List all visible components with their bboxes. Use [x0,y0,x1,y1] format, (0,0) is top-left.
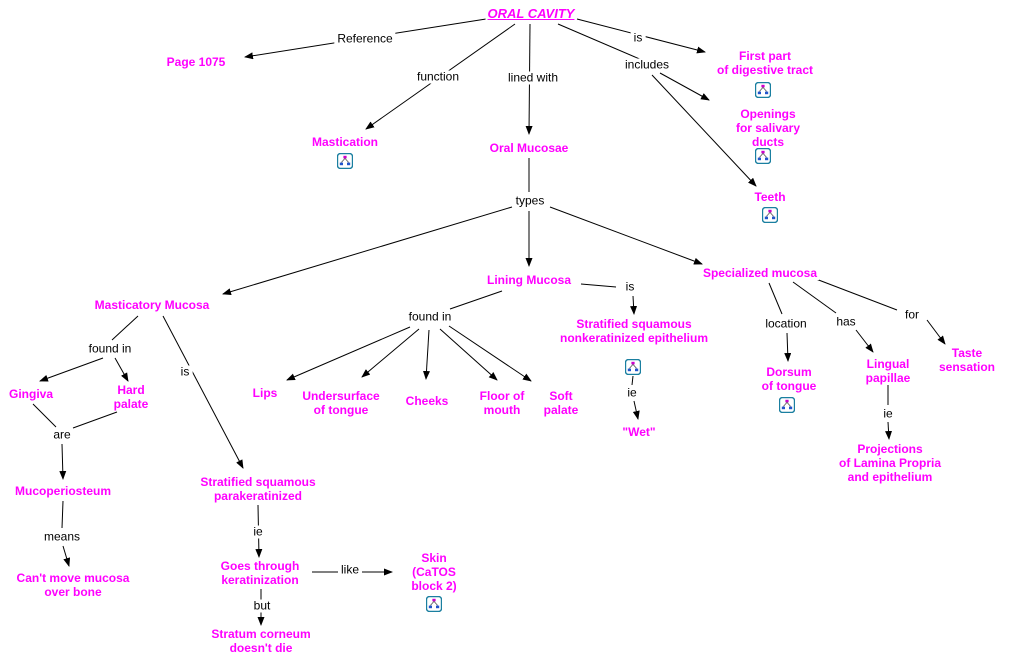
link-label-lined-with[interactable]: lined with [504,71,562,85]
concept-teeth[interactable]: Teeth [752,190,788,204]
concept-cant-move-mucosa[interactable]: Can't move mucosa over bone [14,571,132,599]
link-label-for[interactable]: for [901,308,923,322]
connector-line [72,411,118,429]
cmap-resource-icon[interactable] [779,397,795,413]
connector-line [659,72,710,101]
connector-line [784,332,792,362]
link-label-ie-lingual[interactable]: ie [880,407,896,421]
connector-line [792,281,837,314]
concept-specialized-mucosa[interactable]: Specialized mucosa [700,266,820,280]
connector-line [926,319,946,345]
concept-goes-through-keratinization[interactable]: Goes through keratinization [218,559,302,587]
cmap-resource-icon[interactable] [426,596,442,612]
concept-page-1075[interactable]: Page 1075 [164,55,228,69]
concept-mastication[interactable]: Mastication [309,135,381,149]
connector-line [422,329,430,380]
concept-hard-palate[interactable]: Hard palate [111,383,151,411]
concept-projections[interactable]: Projections of Lamina Propria and epithe… [836,442,944,484]
connector-line [162,315,244,469]
link-label-has[interactable]: has [833,315,859,329]
link-label-ie-wet[interactable]: ie [624,386,640,400]
connector-line [815,278,898,311]
cmap-resource-icon[interactable] [337,153,353,169]
link-label-like[interactable]: like [337,563,363,577]
concept-undersurface-of-tongue[interactable]: Undersurface of tongue [300,389,382,417]
link-label-function[interactable]: function [413,70,463,84]
concept-nonkeratinized-epithelium[interactable]: Stratified squamous nonkeratinized epith… [557,317,711,345]
concept-wet[interactable]: "Wet" [620,425,658,439]
connector-line [59,443,67,480]
link-label-reference[interactable]: Reference [334,32,396,46]
connector-line [449,290,503,310]
concept-openings[interactable]: Openings for salivary ducts [733,107,803,149]
connector-line [361,328,420,378]
concept-oral-cavity[interactable]: ORAL CAVITY [485,6,577,21]
concept-lips[interactable]: Lips [250,386,280,400]
concept-mucoperiosteum[interactable]: Mucoperiosteum [12,484,114,498]
connector-line [557,23,643,61]
link-label-is-lining[interactable]: is [622,280,638,294]
connector-line [222,206,513,296]
concept-cheeks[interactable]: Cheeks [403,394,451,408]
connector-line [885,421,893,440]
concept-parakeratinized[interactable]: Stratified squamous parakeratinized [198,475,318,503]
link-label-are[interactable]: are [50,428,74,442]
link-label-found-in-masticatory[interactable]: found in [85,342,135,356]
link-label-location[interactable]: location [762,317,810,331]
connector-line [630,295,638,315]
concept-stratum-corneum[interactable]: Stratum corneum doesn't die [209,627,313,655]
connector-line [448,325,532,382]
link-label-is-masticatory[interactable]: is [177,365,193,379]
connector-line [631,375,634,386]
connector-line [32,403,57,428]
concept-skin-catos[interactable]: Skin (CaTOS block 2) [409,551,459,593]
concept-oral-mucosae[interactable]: Oral Mucosae [487,141,571,155]
cmap-resource-icon[interactable] [755,82,771,98]
connector-line [580,283,617,288]
concept-floor-of-mouth[interactable]: Floor of mouth [477,389,527,417]
link-label-is-digestive[interactable]: is [630,31,646,45]
connector-line [768,282,783,315]
connector-line [111,315,139,341]
concept-lining-mucosa[interactable]: Lining Mucosa [485,273,573,287]
link-label-includes[interactable]: includes [621,58,673,72]
link-label-ie-parakeratinized[interactable]: ie [250,525,266,539]
link-label-means[interactable]: means [40,530,84,544]
concept-masticatory-mucosa[interactable]: Masticatory Mucosa [92,298,212,312]
connector-line [62,545,71,567]
connector-line [651,74,757,187]
cmap-resource-icon[interactable] [625,359,641,375]
connector-line [549,206,703,265]
connector-line [632,400,640,420]
concept-taste-sensation[interactable]: Taste sensation [936,346,998,374]
cmap-resource-icon[interactable] [755,148,771,164]
link-label-found-in-lining[interactable]: found in [405,310,455,324]
concept-dorsum-of-tongue[interactable]: Dorsum of tongue [759,365,819,393]
concept-lingual-papillae[interactable]: Lingual papillae [863,357,913,385]
link-label-but[interactable]: but [250,599,274,613]
connector-line [439,328,498,381]
concept-gingiva[interactable]: Gingiva [6,387,56,401]
connector-line [39,357,104,382]
connector-line [286,326,411,381]
link-label-types[interactable]: types [512,194,548,208]
connector-line [855,329,874,353]
connector-line [61,500,64,529]
concept-soft-palate[interactable]: Soft palate [541,389,581,417]
concept-first-part[interactable]: First part of digestive tract [714,49,816,77]
cmap-resource-icon[interactable] [762,207,778,223]
connector-line [114,357,129,382]
